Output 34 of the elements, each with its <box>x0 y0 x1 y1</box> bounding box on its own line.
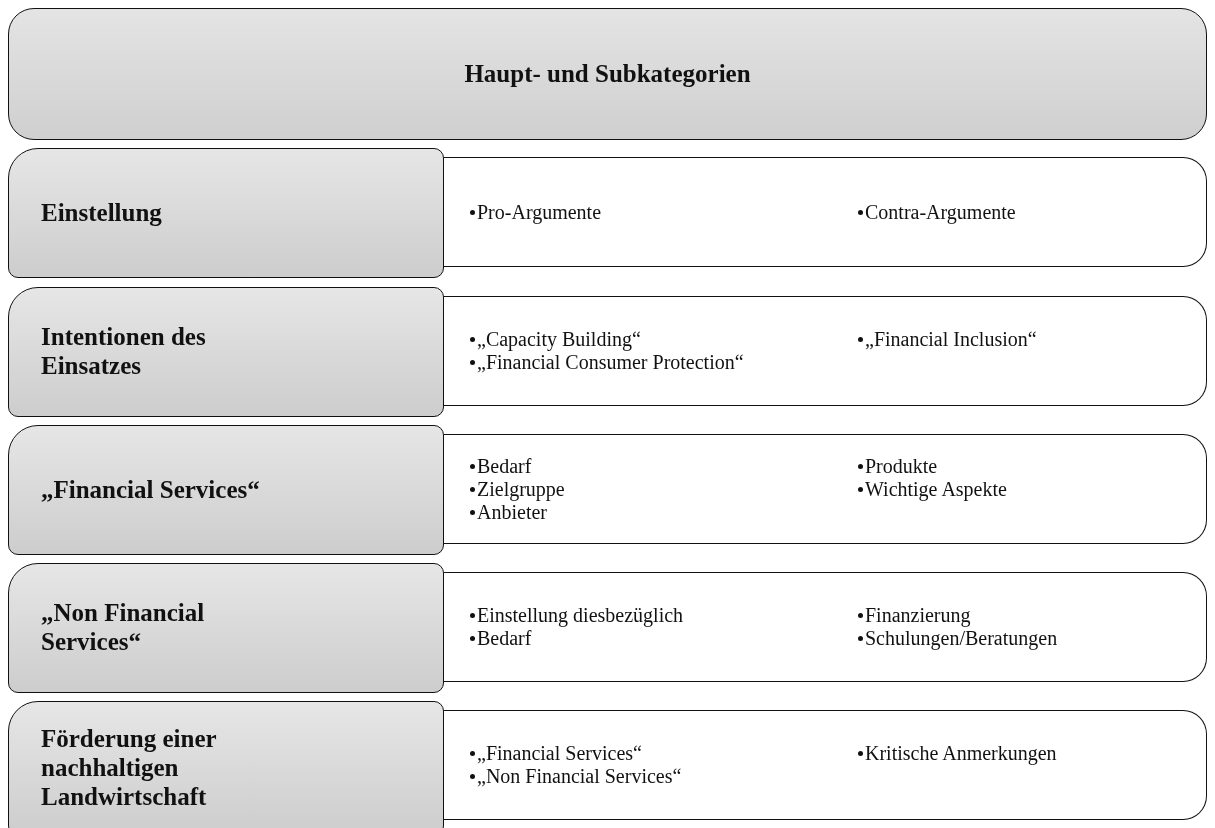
category-heading: „Financial Services“ <box>41 475 260 505</box>
list-item: Finanzierung <box>858 604 971 627</box>
subcategory-box <box>444 296 1207 406</box>
list-item: Anbieter <box>470 500 547 524</box>
list-item: Produkte <box>858 454 938 478</box>
category-box <box>8 563 444 693</box>
subcategory-box <box>444 572 1207 682</box>
list-item: Bedarf <box>470 627 532 650</box>
list-item: „Financial Inclusion“ <box>858 328 1037 351</box>
list-item: „Capacity Building“ <box>470 328 641 351</box>
header-box <box>8 8 1207 140</box>
list-item: „Financial Services“ <box>470 742 642 765</box>
list-item: Contra-Argumente <box>858 200 1016 224</box>
category-box <box>8 701 444 828</box>
subcategory-box <box>444 710 1207 820</box>
list-item: Bedarf <box>470 454 532 478</box>
list-item: Wichtige Aspekte <box>858 477 1007 501</box>
subcategory-box <box>444 434 1207 544</box>
list-item: Zielgruppe <box>470 477 565 501</box>
category-heading: Intentionen des Einsatzes <box>41 323 207 381</box>
list-item: Einstellung diesbezüglich <box>470 604 684 627</box>
list-item: Schulungen/Beratungen <box>858 627 1058 650</box>
category-heading: „Non Financial Services“ <box>41 599 206 657</box>
title-heading: Haupt- und Subkategorien <box>464 60 751 88</box>
list-item: „Financial Consumer Protection“ <box>470 351 744 374</box>
category-box <box>8 287 444 417</box>
category-box <box>8 148 444 278</box>
list-item: Pro-Argumente <box>470 200 602 224</box>
subcategory-box <box>444 157 1207 267</box>
category-heading: Förderung einer nachhaltigen Landwirtschaft <box>41 725 218 812</box>
list-item: Kritische Anmerkungen <box>858 742 1057 765</box>
list-item: „Non Financial Services“ <box>470 765 682 788</box>
category-box <box>8 425 444 555</box>
category-heading: Einstellung <box>41 198 162 228</box>
